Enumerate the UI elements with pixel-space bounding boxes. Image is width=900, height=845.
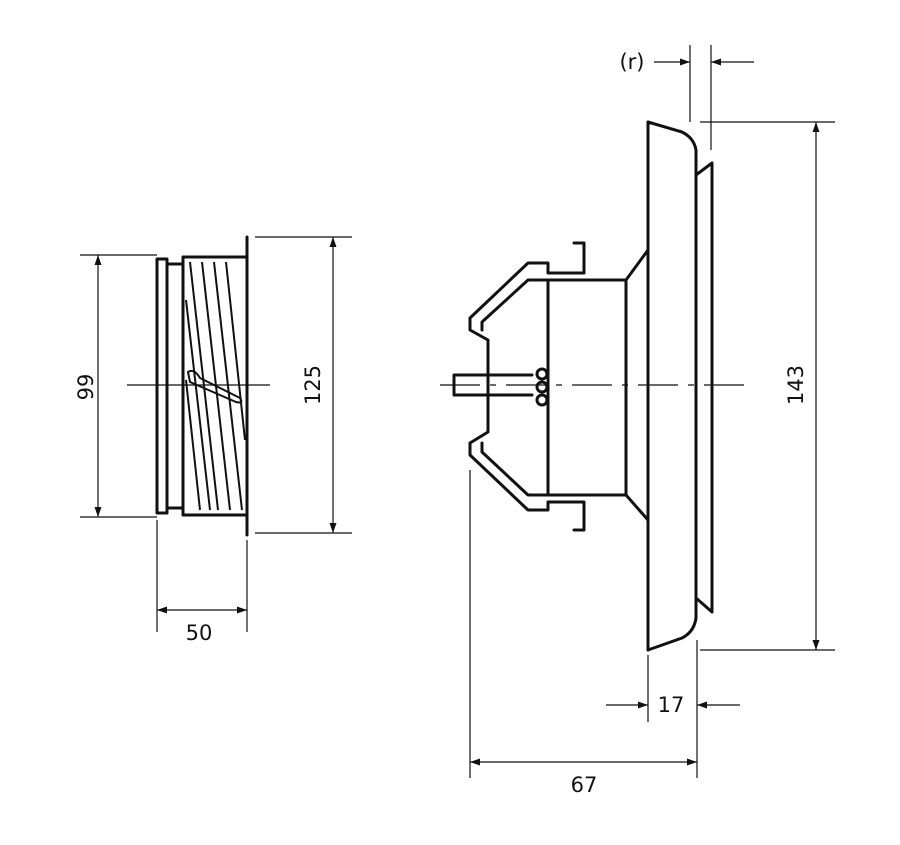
small-connector: 99 125 50 — [74, 235, 352, 645]
terminal-1 — [535, 367, 549, 381]
dim-50-label: 50 — [186, 621, 213, 645]
large-cap-upper-inner — [480, 278, 550, 332]
dim-99-label: 99 — [74, 374, 98, 401]
dim-125-label: 125 — [301, 365, 325, 405]
large-cap-lower-inner — [480, 441, 550, 497]
large-cap-lower-outer — [468, 398, 586, 532]
large-body-block — [546, 278, 628, 497]
terminal-2 — [535, 380, 549, 394]
small-collar — [165, 262, 185, 510]
dim-67-label: 67 — [571, 773, 598, 797]
dim-r-label: (r) — [619, 50, 644, 74]
large-unit: (r) 143 17 67 — [440, 45, 835, 797]
terminal-3 — [535, 393, 549, 407]
large-cap-upper-outer — [468, 241, 586, 402]
dim-17-label: 17 — [658, 693, 685, 717]
large-inner-bezel — [694, 161, 714, 614]
dim-143-label: 143 — [784, 365, 808, 405]
large-front-plate — [646, 120, 698, 652]
small-slot — [187, 369, 243, 404]
